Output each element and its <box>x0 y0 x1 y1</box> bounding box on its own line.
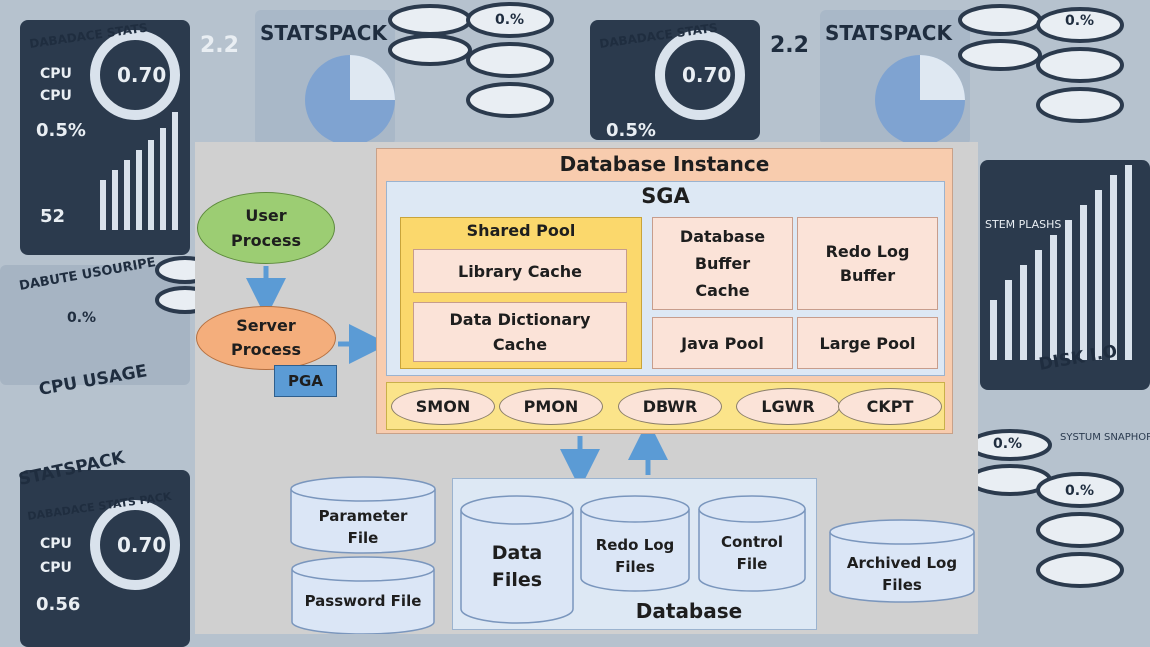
bg-stat: 2.2 <box>770 33 809 58</box>
bg-label: STEM PLASHS <box>985 218 1061 231</box>
bg-gauge-value: 0.70 <box>682 63 731 87</box>
shared-pool-label: Shared Pool <box>466 221 576 240</box>
instance-title: Database Instance <box>559 152 770 176</box>
data-files-label: Data Files <box>491 542 543 591</box>
parameter-file-cylinder-top <box>290 476 436 502</box>
bg-gauge-value: 0.70 <box>117 63 166 87</box>
library-cache-box: Library Cache <box>413 249 627 293</box>
storage-cylinders <box>290 476 975 634</box>
bg-stat: CPU <box>40 66 72 82</box>
archived-log-files-cylinder <box>829 532 975 603</box>
bg-stat: 0.56 <box>36 594 80 615</box>
process-smon: SMON <box>391 388 495 425</box>
database-buffer-cache-box: Database Buffer Cache <box>652 217 793 310</box>
data-dictionary-cache-box: Data Dictionary Cache <box>413 302 627 362</box>
control-file-cylinder <box>698 509 806 592</box>
bg-stat: 2.2 <box>200 33 239 58</box>
bg-panel <box>20 470 190 647</box>
process-dbwr: DBWR <box>618 388 722 425</box>
parameter-file-label: Parameter File <box>318 507 408 547</box>
bg-stat: CPU <box>40 560 72 576</box>
connector-arrows <box>246 266 668 489</box>
bg-gauge-value: 0.70 <box>117 533 166 557</box>
bg-label: STATSPACK <box>260 21 388 45</box>
bg-stat: CPU <box>40 536 72 552</box>
control-file-label: Control File <box>720 533 783 573</box>
bg-gauge-value: 0.% <box>1065 483 1094 499</box>
bg-panel <box>0 265 190 385</box>
password-file-cylinder-top <box>291 556 435 582</box>
bg-label: STATSPACK <box>825 21 953 45</box>
bg-gauge-value: 0.% <box>993 436 1022 452</box>
control-file-cylinder-top <box>698 495 806 523</box>
bg-gauge-value: 0.% <box>1065 13 1094 29</box>
java-pool-box: Java Pool <box>652 317 793 369</box>
database-label: Database <box>635 599 743 623</box>
user-process-ellipse: User Process <box>197 192 335 264</box>
bg-panel <box>20 20 190 255</box>
process-pmon: PMON <box>499 388 603 425</box>
bg-stat: 0.5% <box>36 120 86 141</box>
bg-stat: 0.5% <box>606 120 656 141</box>
bg-stat: 52 <box>40 206 65 227</box>
password-file-label: Password File <box>304 592 422 610</box>
data-files-cylinder <box>460 510 574 624</box>
bg-gauge-value: 0.% <box>67 310 96 326</box>
redo-log-files-cylinder <box>580 509 690 592</box>
redo-log-files-cylinder-top <box>580 495 690 523</box>
archived-log-files-label: Archived Log Files <box>846 554 958 594</box>
process-lgwr: LGWR <box>736 388 840 425</box>
bg-stat: CPU <box>40 88 72 104</box>
large-pool-box: Large Pool <box>797 317 938 369</box>
server-process-ellipse: Server Process <box>196 306 336 370</box>
archived-log-files-cylinder-top <box>829 519 975 545</box>
data-files-cylinder-top <box>460 495 574 525</box>
process-ckpt: CKPT <box>838 388 942 425</box>
redo-log-buffer-box: Redo Log Buffer <box>797 217 938 310</box>
pga-box: PGA <box>274 365 337 397</box>
bg-label: SYSTUM SNAPHOPS <box>1060 432 1150 443</box>
parameter-file-cylinder <box>290 489 436 554</box>
bg-gauge-value: 0.% <box>495 12 524 28</box>
password-file-cylinder <box>291 569 435 634</box>
oracle-architecture-diagram: Database Instance SGA Shared Pool Librar… <box>195 142 978 634</box>
sga-title: SGA <box>641 184 690 208</box>
redo-log-files-label: Redo Log Files <box>595 536 675 576</box>
